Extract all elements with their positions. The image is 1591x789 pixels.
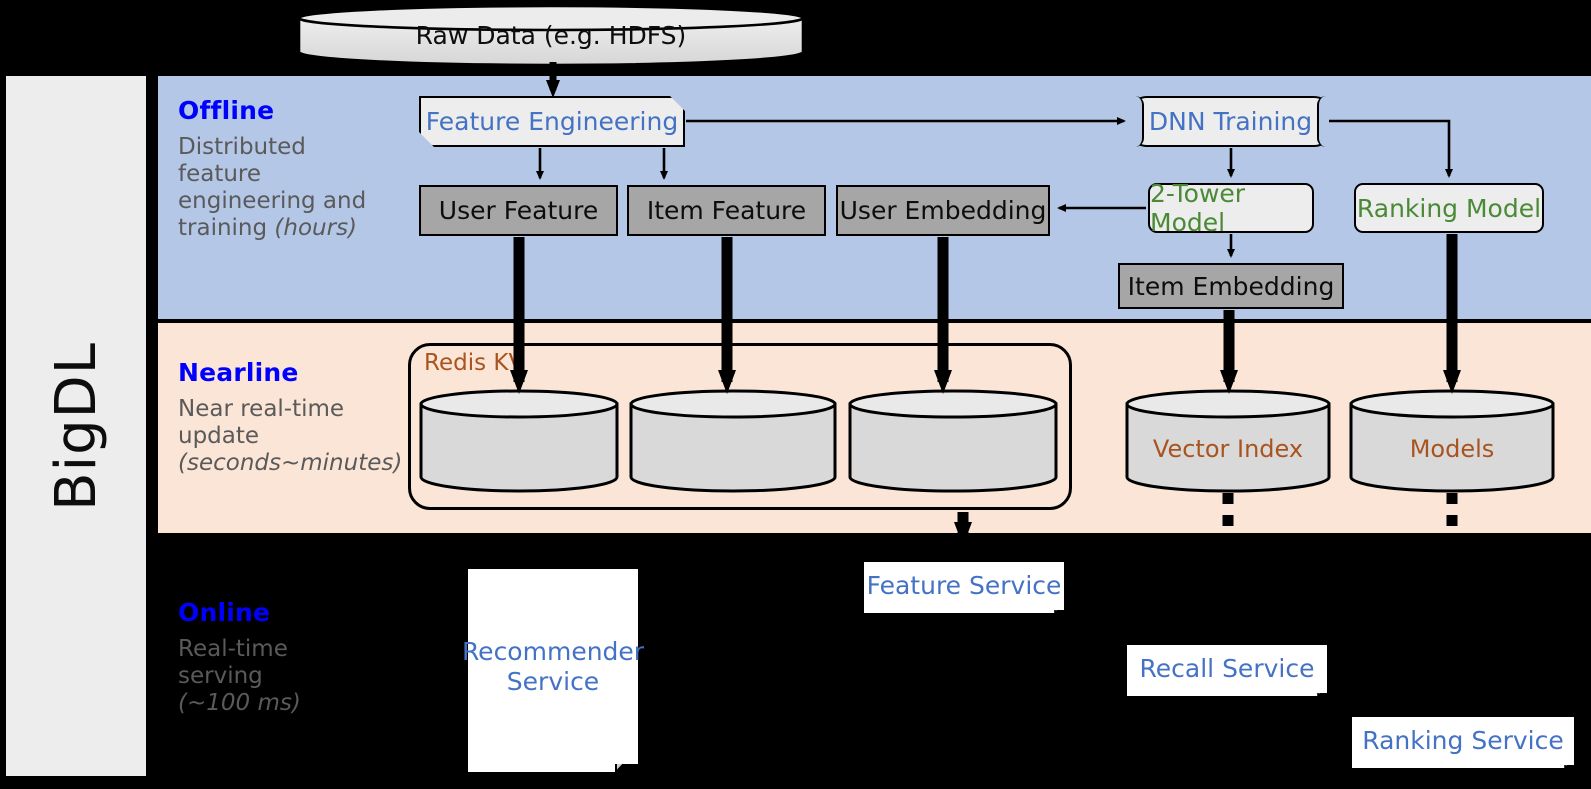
offline-desc-em: (hours) — [274, 215, 358, 242]
offline-band-text: Offline Distributed feature engineering … — [178, 96, 393, 243]
nearline-title: Nearline — [178, 358, 299, 387]
online-desc-em: (~100 ms) — [178, 690, 301, 717]
ranking-model-box[interactable]: Ranking Model — [1354, 183, 1544, 233]
kv-store-label-1 — [418, 388, 620, 493]
recommender-service-label: Recommender Service — [462, 569, 644, 764]
recommender-service-l2: Service — [506, 666, 600, 696]
models-cylinder[interactable]: Models — [1348, 388, 1556, 493]
nearline-desc-em: (seconds~minutes) — [178, 450, 403, 477]
offline-desc-l2: feature — [178, 161, 262, 188]
online-title: Online — [178, 598, 271, 627]
recall-service-label: Recall Service — [1127, 645, 1327, 693]
raw-data-cylinder: Raw Data (e.g. HDFS) — [296, 4, 806, 67]
feature-service-label: Feature Service — [864, 562, 1064, 610]
offline-desc: Distributed feature engineering and trai… — [178, 134, 393, 243]
recommender-service-card[interactable]: Recommender Service — [462, 569, 644, 772]
bigdl-label: BigDL — [43, 341, 109, 511]
user-feature-box[interactable]: User Feature — [419, 185, 618, 236]
kv-store-cylinder-1 — [418, 388, 620, 493]
feature-service-card[interactable]: Feature Service — [864, 562, 1064, 613]
offline-desc-l1: Distributed — [178, 134, 306, 160]
nearline-desc-l2: update — [178, 423, 260, 450]
online-desc-l2: serving — [178, 663, 263, 690]
vector-index-cylinder[interactable]: Vector Index — [1124, 388, 1332, 493]
feature-engineering-box[interactable]: Feature Engineering — [419, 96, 685, 147]
item-embedding-box[interactable]: Item Embedding — [1118, 263, 1344, 309]
ranking-service-label: Ranking Service — [1352, 717, 1574, 765]
user-embedding-box[interactable]: User Embedding — [836, 185, 1050, 236]
kv-store-cylinder-3 — [847, 388, 1059, 493]
models-label: Models — [1409, 434, 1495, 463]
item-feature-box[interactable]: Item Feature — [627, 185, 826, 236]
offline-title: Offline — [178, 96, 275, 125]
two-tower-model-box[interactable]: 2-Tower Model — [1148, 179, 1314, 237]
bigdl-platform-rail: BigDL — [6, 76, 146, 776]
online-desc: Real-time serving (~100 ms) — [178, 636, 418, 717]
kv-store-label-3 — [847, 388, 1059, 493]
vector-index-label: Vector Index — [1152, 434, 1304, 463]
nearline-desc-l1: Near real-time — [178, 396, 345, 422]
redis-kv-label: Redis KV — [424, 350, 525, 376]
kv-store-cylinder-2 — [628, 388, 838, 493]
nearline-band-text: Nearline Near real-time update (seconds~… — [178, 358, 418, 477]
recall-service-card[interactable]: Recall Service — [1127, 645, 1327, 696]
raw-data-label: Raw Data (e.g. HDFS) — [415, 20, 687, 50]
bigdl-label-wrap: BigDL — [6, 76, 146, 776]
recommender-service-l1: Recommender — [461, 636, 645, 666]
ranking-service-card[interactable]: Ranking Service — [1352, 717, 1574, 768]
dnn-training-box[interactable]: DNN Training — [1133, 96, 1328, 147]
offline-desc-l4: training — [178, 215, 275, 242]
online-band-text: Online Real-time serving (~100 ms) — [178, 598, 418, 717]
online-desc-l1: Real-time — [178, 636, 288, 662]
nearline-desc: Near real-time update (seconds~minutes) — [178, 396, 418, 477]
kv-store-label-2 — [628, 388, 838, 493]
redis-kv-container — [408, 343, 1072, 510]
offline-desc-l3: engineering and — [178, 188, 367, 215]
